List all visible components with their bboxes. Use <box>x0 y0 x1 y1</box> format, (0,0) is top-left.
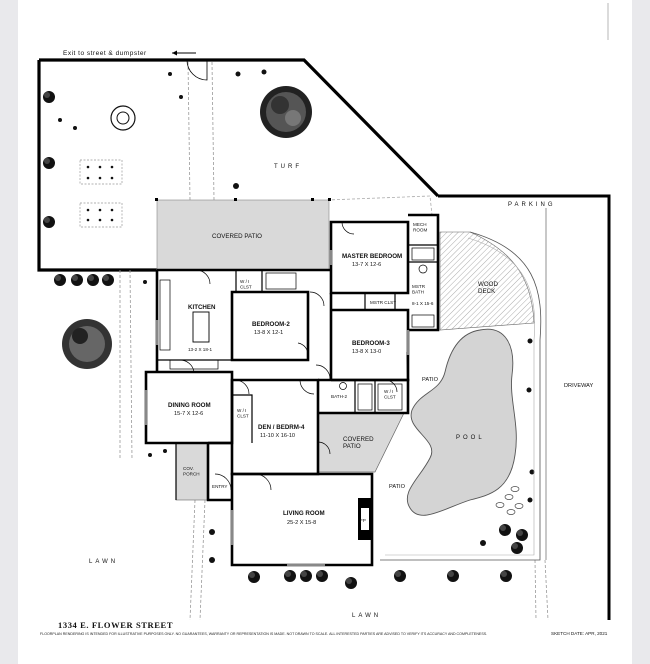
lawn-bottom-label: LAWN <box>352 613 381 619</box>
right-edge-strip <box>632 0 650 664</box>
lawn-left-label: LAWN <box>89 559 118 565</box>
living-room-dims: 25-2 X 15-8 <box>287 520 316 526</box>
kitchen-island <box>192 311 210 343</box>
kitchen-dims: 13-2 X 18-1 <box>188 347 212 352</box>
door-swings <box>179 221 398 491</box>
exit-arrow-head <box>172 50 177 56</box>
turf-edge-dashed <box>326 195 433 216</box>
fireplace-label: FP <box>360 518 366 523</box>
small-tree <box>110 105 136 131</box>
left-edge-strip <box>0 0 18 664</box>
wood-deck-area <box>439 231 535 331</box>
master-bedroom-dims: 13-7 X 12-6 <box>352 262 381 268</box>
garden-bed-upper <box>79 159 123 185</box>
bath2-label: BATH-2 <box>331 394 347 399</box>
kitchen-label: KITCHEN <box>188 304 216 311</box>
den-dims: 11-10 X 16-10 <box>260 433 295 439</box>
bedroom2-dims: 13-8 X 12-1 <box>254 330 283 336</box>
gate-swing <box>186 59 208 81</box>
parking-boundary <box>438 194 611 620</box>
bedroom3-label: BEDROOM-3 <box>352 340 390 347</box>
disclaimer-text: Floorplan rendering is intended for illu… <box>40 632 488 636</box>
garden-plants <box>86 165 114 222</box>
diagram-labels: Exit to street & dumpster TURF PARKING C… <box>63 50 593 619</box>
garden-bed-lower <box>79 202 123 228</box>
entry-label: ENTRY <box>212 484 228 489</box>
small-plants <box>58 69 535 563</box>
mstr-clst-label: MSTR CLST <box>370 300 396 305</box>
cov-porch-label: COV.PORCH <box>183 466 200 476</box>
pool-deck-edge <box>380 231 542 561</box>
covered-patio-top-area <box>156 199 330 271</box>
den-label: DEN / BEDRM-4 <box>258 424 305 431</box>
exit-note: Exit to street & dumpster <box>63 50 147 57</box>
address-title: 1334 E. FLOWER STREET <box>58 620 174 630</box>
bedroom2-label: BEDROOM-2 <box>252 321 290 328</box>
pool-shape <box>406 328 517 516</box>
pool-label: POOL <box>456 435 485 441</box>
yard-fence <box>37 58 440 272</box>
driveway-label: DRIVEWAY <box>564 383 593 389</box>
master-bedroom-label: MASTER BEDROOM <box>342 253 402 260</box>
patio-posts <box>155 198 331 201</box>
lawn-path-dashed <box>189 499 549 621</box>
tree-left <box>62 319 112 369</box>
stepping-stones <box>495 486 524 515</box>
pool-deck-edge-inner <box>385 237 536 556</box>
sketch-date: SKETCH DATE: APR, 2021 <box>551 631 608 636</box>
living-room-label: LIVING ROOM <box>283 510 325 517</box>
parking-label: PARKING <box>508 202 556 208</box>
kitchen-counter <box>159 279 171 351</box>
bath-fixtures <box>265 247 435 411</box>
interior-walls <box>157 244 438 500</box>
dining-room-label: DINING ROOM <box>168 402 211 409</box>
covered-patio-top-label: COVERED PATIO <box>212 233 262 240</box>
bedroom3-dims: 13-8 X 13-0 <box>352 349 381 355</box>
kitchen-counter-lower <box>169 359 219 370</box>
turf-label: TURF <box>274 164 302 170</box>
patio-right-label: PATIO <box>422 377 439 383</box>
windows <box>144 250 410 567</box>
dining-room-dims: 15-7 X 12-6 <box>174 411 203 417</box>
patio-lower-label: PATIO <box>389 484 406 490</box>
mstr-bath-dims: 8-1 X 15-6 <box>412 301 434 306</box>
large-tree <box>260 86 312 138</box>
